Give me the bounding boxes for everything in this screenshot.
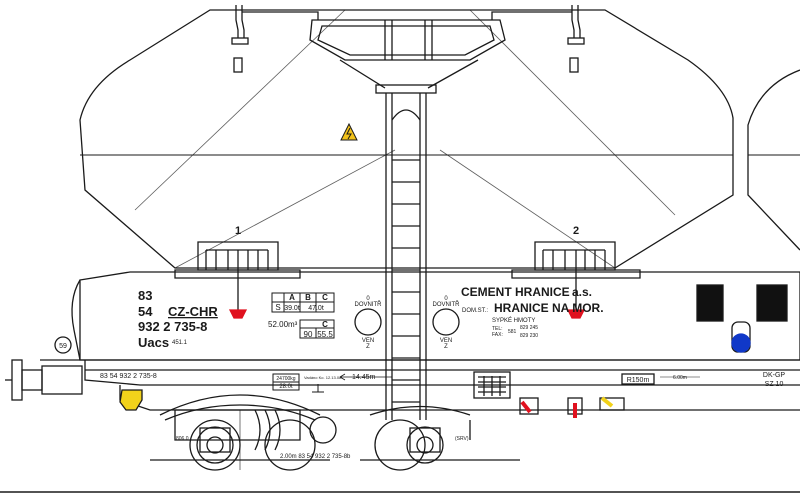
owner-fax: 829 230	[520, 333, 538, 339]
frame-number: 83 54 932 2 735-8	[100, 373, 157, 380]
marking-line2-num: 54	[138, 304, 153, 319]
info-plate-1	[696, 284, 724, 322]
class-code: Uacs	[138, 335, 169, 350]
length-arrow	[339, 373, 392, 381]
bogie-number: 2.00m 83 54 932 2 735-8b	[280, 454, 351, 460]
hopper-outlet-right	[511, 241, 641, 319]
load-table-row2-val2: 55.5	[317, 330, 333, 339]
owner-cargo: SYPKÉ HMOTY	[492, 317, 535, 324]
tare-top: 24700kg	[276, 376, 295, 382]
code1: DK-GP	[763, 372, 786, 379]
valve-right	[432, 308, 460, 336]
top-pipe-left	[231, 5, 319, 73]
grille	[473, 371, 511, 399]
valve-left-top: DOVNITŘ	[355, 300, 383, 308]
valve-left-top-num: 0	[366, 296, 370, 302]
marking-line1: 83	[138, 288, 152, 303]
lever-red-1	[519, 397, 539, 415]
load-table-val-2: 47.0t	[308, 305, 324, 312]
owner-tel: 829 245	[520, 325, 538, 331]
load-table	[271, 292, 335, 339]
code2: SZ 10	[765, 381, 784, 388]
hopper-number-right: 2	[573, 225, 579, 237]
electric-warning-icon	[340, 122, 358, 141]
load-table-col-a: A	[289, 293, 295, 302]
owner-station-label: DOM.ST.:	[462, 308, 488, 314]
wheel-badge	[54, 336, 72, 354]
coupler-hook	[119, 389, 143, 411]
brake-cylinder	[309, 416, 337, 444]
class-sub: 451.1	[172, 340, 188, 346]
load-table-row-label: S	[275, 303, 280, 312]
silo-body	[79, 9, 734, 269]
valve-right-top: DOVNITŘ	[433, 300, 461, 308]
next-wagon-silo	[747, 69, 800, 251]
owner-company: CEMENT HRANICE	[461, 285, 570, 299]
buffer	[5, 359, 83, 401]
marking-line3: 932 2 735-8	[138, 319, 207, 334]
wheel-badge-label: 59	[59, 343, 67, 350]
radius-label: R150m	[627, 377, 650, 384]
radius-box	[621, 373, 655, 385]
load-table-val-1: 39.0t	[284, 305, 300, 312]
top-filling-frame	[309, 19, 506, 94]
owner-station: HRANICE NA MOR.	[494, 301, 604, 315]
valve-right-top-num: 0	[444, 296, 448, 302]
srv-label: (SRV)	[455, 436, 469, 442]
side-panel	[79, 271, 800, 361]
hopper-outlet-left	[174, 241, 301, 319]
bogie-left	[150, 394, 330, 471]
owner-tel-label: TEL:	[492, 326, 503, 332]
hopper-number-left: 1	[235, 225, 241, 237]
revision-note: Vadáno Ko. 12.13.08	[304, 375, 342, 380]
valve-left	[354, 308, 382, 336]
marking-line2-code: CZ-CHR	[168, 304, 218, 319]
valve-left-bottom: VEN	[362, 338, 374, 344]
ladder	[385, 93, 427, 420]
length-label: 14.45m	[352, 374, 376, 381]
distance-label: 6.00m	[673, 375, 687, 381]
lever-yellow	[599, 396, 625, 411]
bogie-left-label: 806.0	[176, 436, 189, 442]
load-table-col-c: C	[322, 293, 328, 302]
valve-right-bottom-sub: Z	[444, 344, 448, 350]
load-table-row2-val1: 90	[304, 330, 313, 339]
load-table-col-b: B	[305, 293, 311, 302]
info-plate-2	[756, 284, 788, 322]
load-table-row2-c: C	[322, 320, 328, 329]
tare-bottom: 28.0t	[279, 384, 293, 390]
volume: 52.00m³	[268, 320, 298, 329]
lever-red-2	[567, 397, 583, 418]
owner-tel-prefix: 581	[508, 329, 517, 335]
valve-left-bottom-sub: Z	[366, 344, 370, 350]
owner-fax-label: FAX:	[492, 332, 503, 338]
top-pipe-right	[491, 5, 585, 73]
bogie-right	[360, 405, 520, 471]
valve-right-bottom: VEN	[440, 338, 452, 344]
owner-company-suffix: a.s.	[572, 285, 592, 299]
signal-lamp	[731, 321, 751, 353]
